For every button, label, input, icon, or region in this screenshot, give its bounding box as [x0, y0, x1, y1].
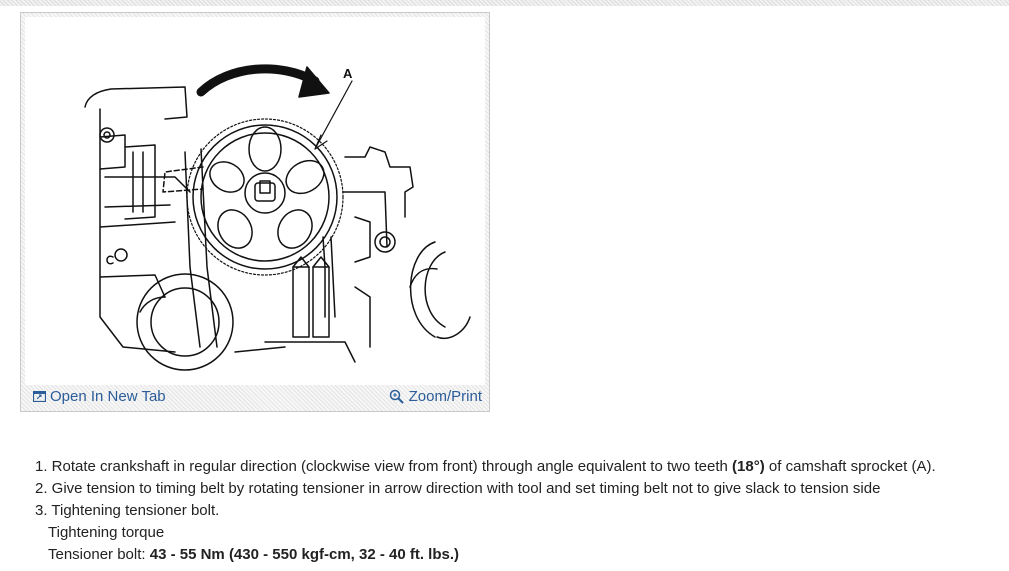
top-border-strip: [0, 0, 1009, 6]
open-in-new-tab-link[interactable]: Open In New Tab: [33, 388, 166, 405]
step-1: 1. Rotate crankshaft in regular directio…: [35, 456, 1007, 478]
zoom-print-label: Zoom/Print: [408, 388, 482, 405]
timing-belt-drawing: A: [84, 64, 471, 371]
open-in-new-tab-label: Open In New Tab: [50, 388, 166, 405]
step-1-tail: of camshaft sprocket (A).: [764, 458, 936, 475]
figure-toolbar: Open In New Tab Zoom/Print: [21, 387, 489, 411]
torque-heading: Tightening torque: [48, 524, 165, 541]
open-new-tab-icon: [33, 391, 46, 402]
zoom-print-link[interactable]: Zoom/Print: [389, 388, 482, 405]
step-3: 3. Tightening tensioner bolt.: [35, 502, 220, 519]
zoom-magnifier-icon: [389, 389, 404, 404]
figure-container: A Open In New Tab Zoom/Print: [20, 12, 490, 412]
timing-belt-illustration[interactable]: A: [25, 17, 485, 385]
step-2: 2. Give tension to timing belt by rotati…: [35, 480, 881, 497]
tensioner-bolt-label: Tensioner bolt:: [48, 546, 150, 563]
callout-letter-a: A: [343, 66, 353, 81]
tensioner-bolt-spec: Tensioner bolt: 43 - 55 Nm (430 - 550 kg…: [35, 544, 1007, 566]
step-1-text: 1. Rotate crankshaft in regular directio…: [35, 458, 733, 475]
step-1-angle: (18°): [732, 458, 765, 475]
tensioner-bolt-value: 43 - 55 Nm (430 - 550 kgf-cm, 32 - 40 ft…: [149, 546, 460, 563]
procedure-steps: 1. Rotate crankshaft in regular directio…: [35, 456, 1007, 566]
